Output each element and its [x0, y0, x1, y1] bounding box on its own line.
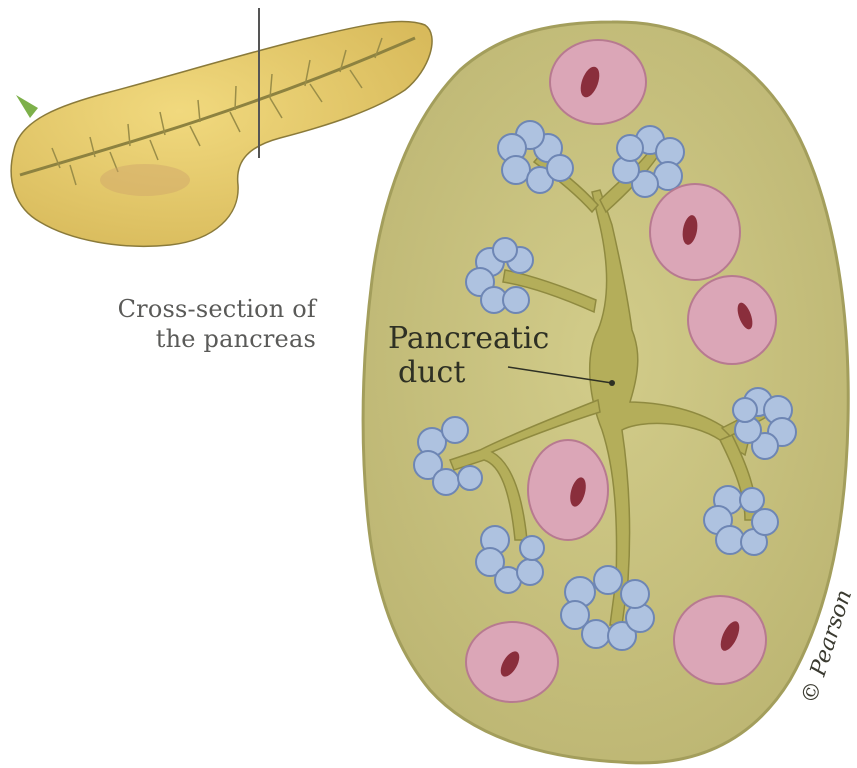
pancreatic-duct-label: Pancreatic duct	[388, 322, 549, 390]
caption-line-2: the pancreas	[66, 324, 316, 354]
organ-caption: Cross-section of the pancreas	[66, 294, 316, 354]
duct-label-line-1: Pancreatic	[388, 322, 549, 356]
pancreas-organ	[11, 8, 432, 246]
duct-label-line-2: duct	[388, 356, 549, 390]
caption-line-1: Cross-section of	[66, 294, 316, 324]
cross-section	[363, 22, 848, 763]
